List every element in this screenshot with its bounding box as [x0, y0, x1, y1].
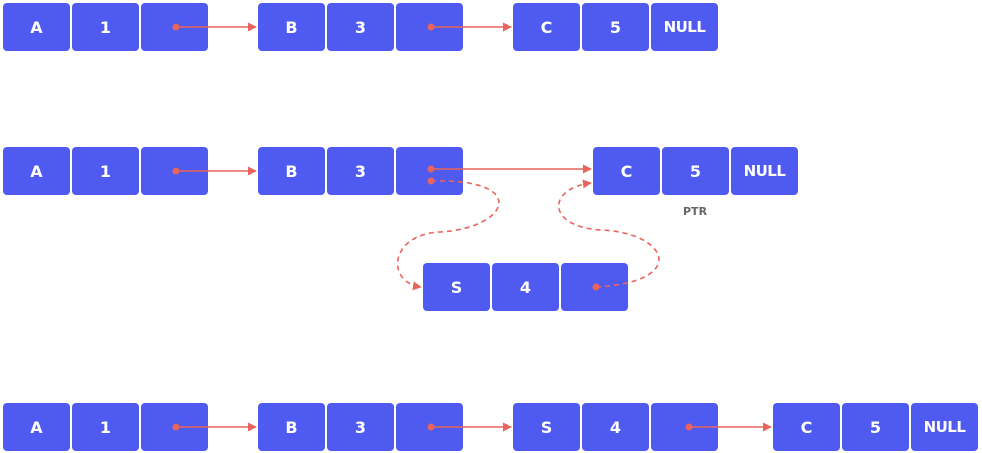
- row1-node-b: B 3: [258, 3, 463, 51]
- row2-link-s-to-c-dashed: [557, 179, 660, 291]
- ptr-label: PTR: [683, 205, 708, 218]
- node-data-cell: B: [258, 3, 325, 51]
- node-value-cell: 4: [492, 263, 559, 311]
- row2-link-a-to-b: [172, 166, 257, 176]
- node-data-cell: S: [513, 403, 580, 451]
- node-data-cell: B: [258, 147, 325, 195]
- node-value-cell: 5: [662, 147, 729, 195]
- node-value-cell: 1: [72, 147, 139, 195]
- node-null-cell: NULL: [651, 3, 718, 51]
- row3-link-a-to-b: [172, 422, 257, 432]
- row2-link-b-to-c-old: [427, 164, 592, 174]
- node-data-cell: A: [3, 3, 70, 51]
- node-value-cell: 1: [72, 403, 139, 451]
- row1-link-b-to-c: [427, 22, 512, 32]
- node-data-cell: B: [258, 403, 325, 451]
- node-value-cell: 3: [327, 3, 394, 51]
- row2-link-b-to-s-dashed: [396, 177, 500, 291]
- row2-node-s-new: S 4: [423, 263, 628, 311]
- row3-link-b-to-s: [427, 422, 512, 432]
- row3-node-b: B 3: [258, 403, 463, 451]
- node-value-cell: 3: [327, 403, 394, 451]
- node-value-cell: 5: [582, 3, 649, 51]
- node-data-cell: C: [593, 147, 660, 195]
- node-value-cell: 4: [582, 403, 649, 451]
- row1-link-a-to-b: [172, 22, 257, 32]
- node-null-cell: NULL: [731, 147, 798, 195]
- node-data-cell: A: [3, 147, 70, 195]
- node-data-cell: C: [513, 3, 580, 51]
- row1-node-c: C 5 NULL: [513, 3, 718, 51]
- node-null-cell: NULL: [911, 403, 978, 451]
- row2-node-a: A 1: [3, 147, 208, 195]
- row2-node-c: C 5 NULL: [593, 147, 798, 195]
- node-value-cell: 5: [842, 403, 909, 451]
- node-data-cell: S: [423, 263, 490, 311]
- node-value-cell: 1: [72, 3, 139, 51]
- row3-node-s: S 4: [513, 403, 718, 451]
- row1-node-a: A 1: [3, 3, 208, 51]
- node-value-cell: 3: [327, 147, 394, 195]
- node-data-cell: C: [773, 403, 840, 451]
- row3-link-s-to-c: [685, 422, 772, 432]
- node-data-cell: A: [3, 403, 70, 451]
- row3-node-c: C 5 NULL: [773, 403, 978, 451]
